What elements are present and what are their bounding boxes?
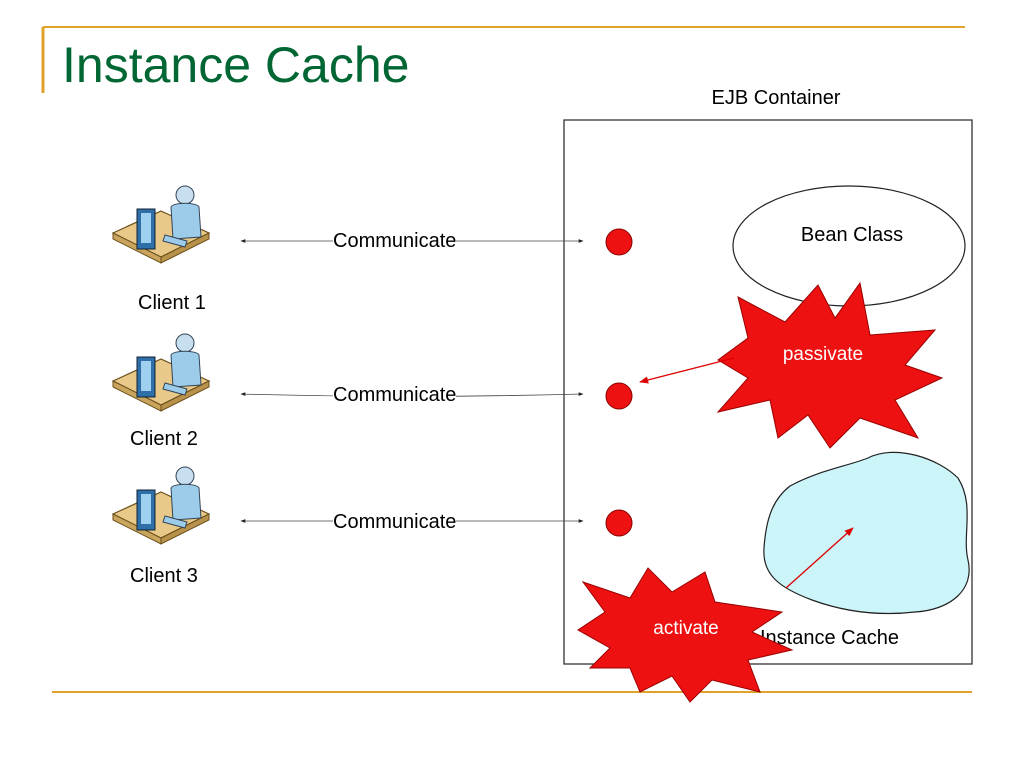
bean-class-label: Bean Class (800, 224, 904, 246)
client-label: Client 1 (138, 292, 206, 314)
client-1-icon (111, 185, 211, 264)
client-label: Client 2 (130, 428, 198, 450)
activate-arrow (785, 527, 854, 589)
instance-dot (605, 228, 633, 256)
client-2-icon (111, 333, 211, 412)
page-title: Instance Cache (62, 37, 410, 93)
instance-cache-blob (763, 451, 970, 615)
activate-label: activate (653, 618, 719, 639)
bean-class-ellipse (732, 185, 966, 307)
instance-cache-label: Instance Cache (760, 627, 899, 649)
instance-dot (605, 382, 633, 410)
passivate-label: passivate (782, 344, 864, 365)
passivate-arrow (639, 357, 735, 384)
instance-dot (605, 509, 633, 537)
ejb-container-label: EJB Container (711, 87, 841, 109)
communicate-label: Communicate (333, 511, 457, 533)
client-label: Client 3 (130, 565, 198, 587)
passivate-burst (716, 281, 944, 449)
communicate-label: Communicate (333, 384, 457, 406)
client-3-icon (111, 466, 211, 545)
communicate-label: Communicate (333, 230, 457, 252)
